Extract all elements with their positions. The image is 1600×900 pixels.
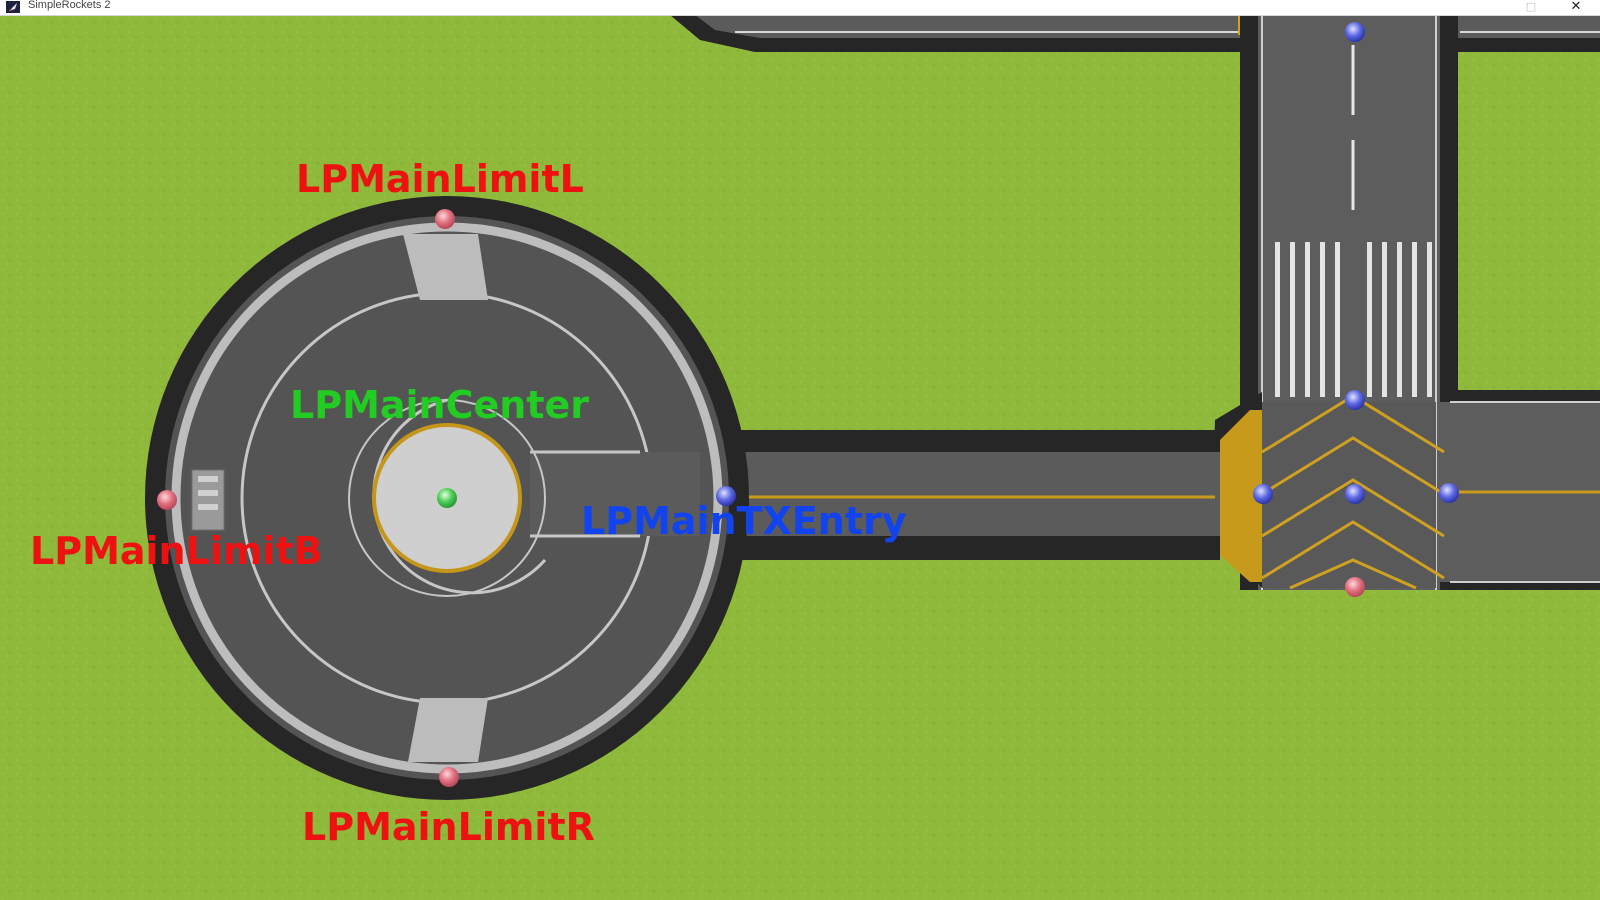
marker-label-limit-b: LPMainLimitB [30, 529, 323, 573]
rocket-app-icon [6, 1, 20, 13]
marker-label-limit-r: LPMainLimitR [302, 805, 595, 849]
marker-pin-taxi-2 [1345, 390, 1365, 410]
marker-pin-taxi-5 [1439, 483, 1459, 503]
window-titlebar: SimpleRockets 2 □ ✕ [0, 0, 1600, 16]
marker-pin-taxi-4 [1345, 484, 1365, 504]
marker-label-center: LPMainCenter [290, 383, 589, 427]
marker-pin-limit-b [157, 490, 177, 510]
marker-pin-limit-r [439, 767, 459, 787]
marker-pin-taxi-6 [1345, 577, 1365, 597]
taxiway-network [670, 15, 1600, 590]
pad-taxiway [510, 430, 1220, 560]
marker-label-limit-l: LPMainLimitL [296, 157, 584, 201]
close-icon[interactable]: ✕ [1570, 0, 1582, 14]
marker-pin-taxi-3 [1253, 484, 1273, 504]
marker-pin-center [437, 488, 457, 508]
marker-label-tx-entry: LPMainTXEntry [581, 499, 907, 543]
marker-pin-limit-l [435, 209, 455, 229]
maximize-icon[interactable]: □ [1525, 0, 1537, 13]
marker-pin-tx-entry [716, 486, 736, 506]
marker-pin-taxi-1 [1345, 22, 1365, 42]
window-title: SimpleRockets 2 [28, 0, 111, 11]
